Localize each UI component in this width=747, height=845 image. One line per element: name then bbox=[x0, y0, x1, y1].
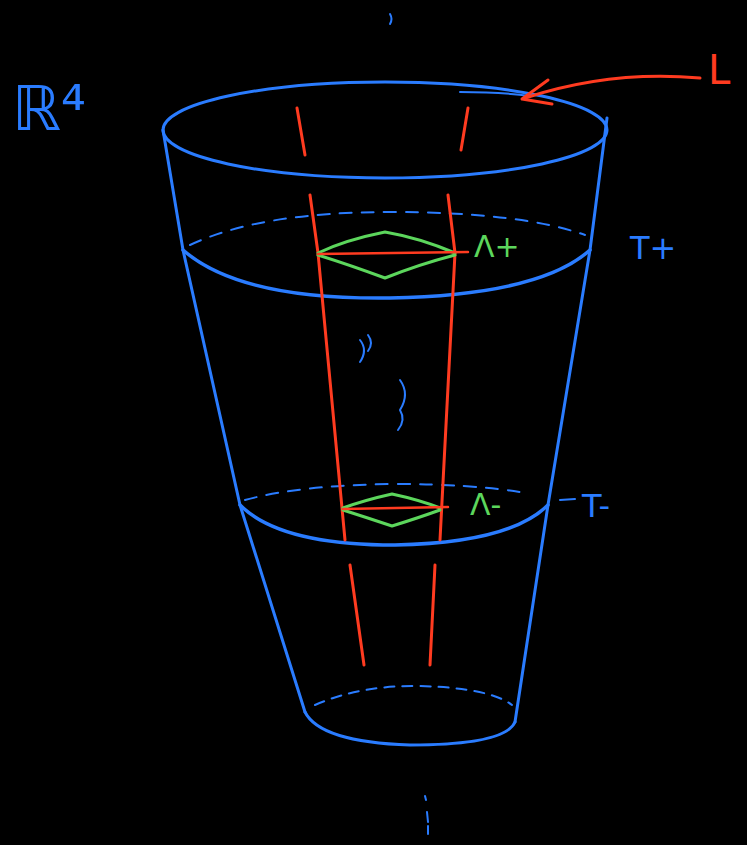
slice-label: T- bbox=[582, 490, 610, 522]
submanifold-label: L bbox=[708, 50, 730, 90]
legendrian-label: Λ+ bbox=[474, 232, 520, 262]
slice-label: T+ bbox=[630, 232, 676, 264]
legendrian-label: Λ- bbox=[470, 490, 501, 520]
space-label: ℝ⁴ bbox=[12, 78, 86, 140]
